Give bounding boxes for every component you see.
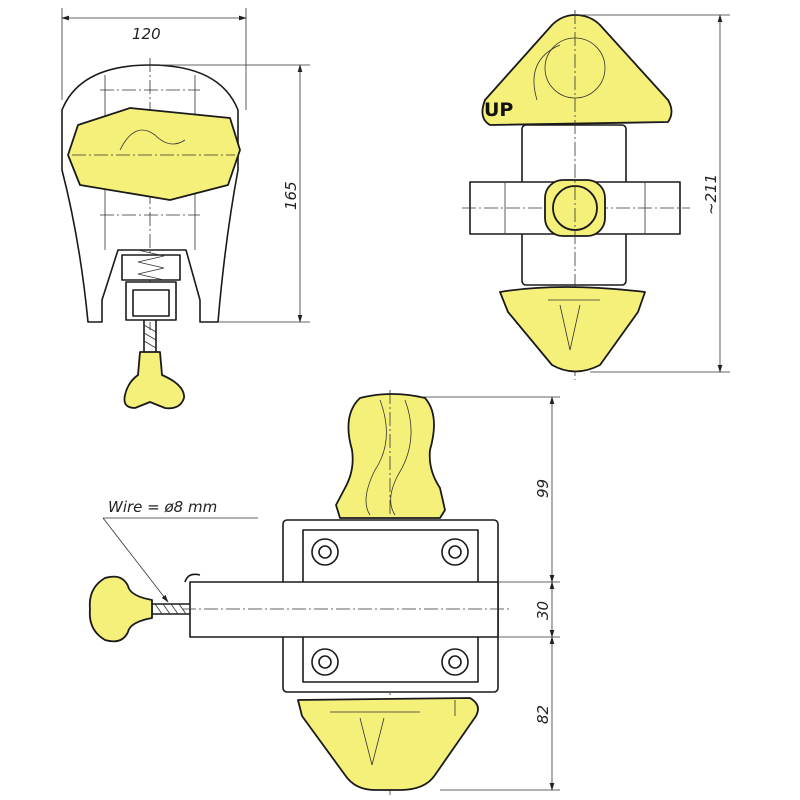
side-knob [481,14,673,126]
dim-30: 30 [534,601,552,620]
wire [143,320,157,355]
front-knob [67,107,241,201]
dim-82: 82 [534,705,552,724]
side-base [499,286,646,373]
up-label: UP [484,99,513,121]
side-view: UP ~211 [462,10,730,380]
bolt-hole [311,538,339,566]
top-handle [88,575,153,643]
top-view: Wire = ø8 mm 99 30 82 [88,390,560,795]
wire-loop [184,573,201,583]
knob-contour [119,129,186,151]
bolt-hole [441,648,469,676]
wire-hatch [143,324,157,349]
wire-note: Wire = ø8 mm [108,498,217,516]
bolt-hole [441,538,469,566]
base-contour [548,299,600,351]
spring [137,249,165,281]
wire-hatch [154,603,187,615]
bolt-hole [311,648,339,676]
lock-block-inner [132,289,170,317]
height-dim: 165 [282,181,300,210]
bolt-hole-inner [318,545,332,559]
front-view: 120 165 [61,8,310,410]
bolt-hole-inner [448,545,462,559]
side-height-dim: ~211 [702,174,720,215]
bolt-hole-inner [318,655,332,669]
bolt-hole-inner [448,655,462,669]
dim-99: 99 [534,479,552,498]
bolt-holes [311,538,469,676]
width-dim: 120 [132,25,161,43]
knob-contour [533,44,561,101]
top-base [297,697,479,791]
front-handle [123,351,185,410]
knob-contour [365,399,412,516]
wire-leader [102,517,169,603]
base-contour [330,711,420,766]
sliding-bar [189,581,499,638]
